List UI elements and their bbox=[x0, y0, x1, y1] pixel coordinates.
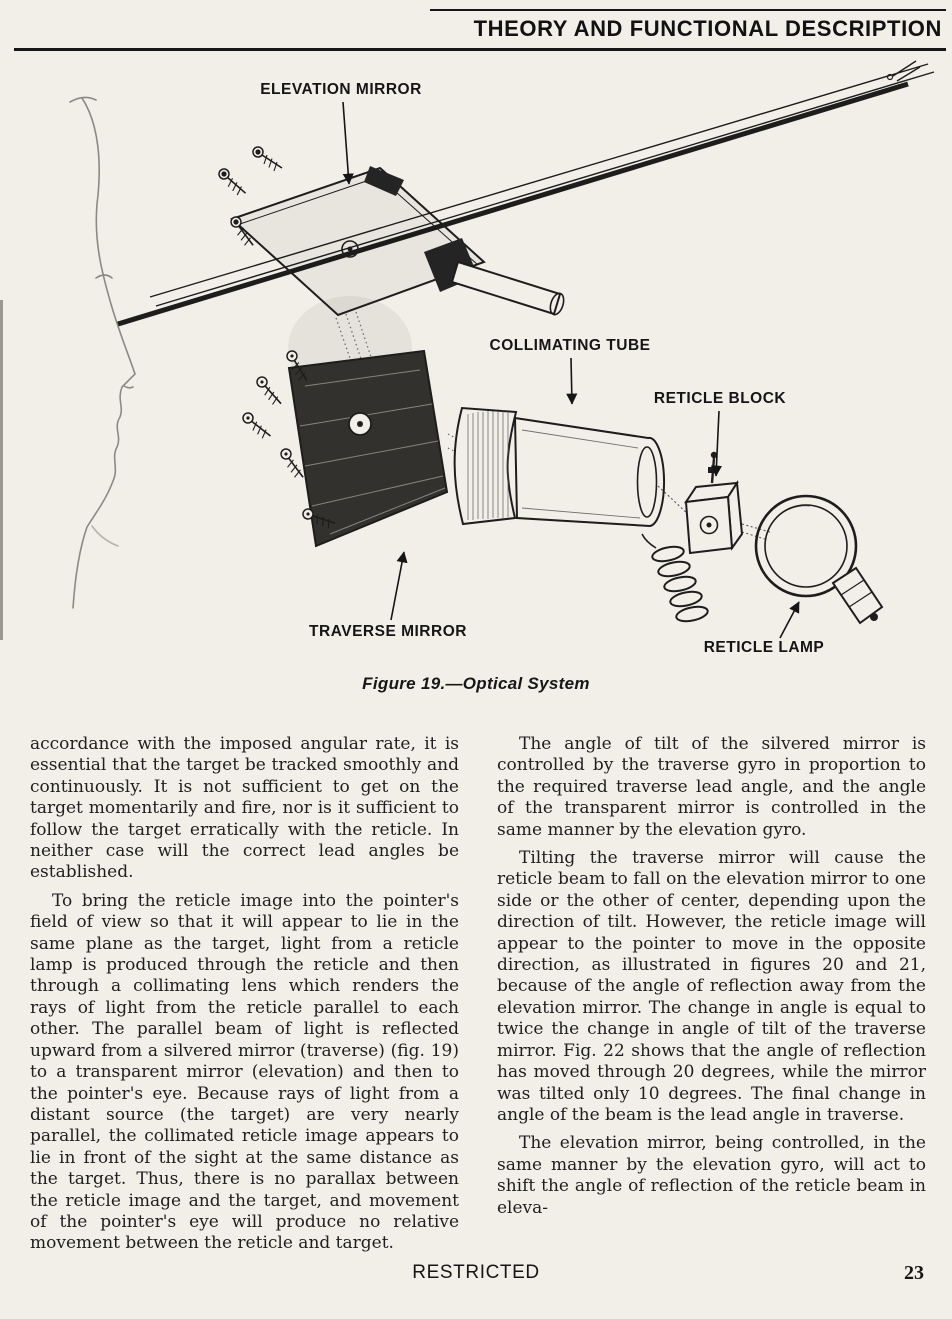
reticle-lamp-drawing bbox=[754, 494, 884, 625]
figure-labels: ELEVATION MIRROR COLLIMATING TUBE RETICL… bbox=[260, 81, 824, 656]
reticle-beam-to-lamp bbox=[657, 485, 771, 541]
optical-system-illustration: ELEVATION MIRROR COLLIMATING TUBE RETICL… bbox=[69, 60, 935, 656]
traverse-mirror-drawing bbox=[240, 348, 449, 548]
header-bottom-rule bbox=[14, 48, 946, 51]
figure-caption: Figure 19.—Optical System bbox=[362, 674, 590, 693]
figure-19: ELEVATION MIRROR COLLIMATING TUBE RETICL… bbox=[0, 56, 952, 694]
collimating-tube-label: COLLIMATING TUBE bbox=[490, 337, 651, 354]
spring-drawing bbox=[641, 533, 709, 623]
reticle-lamp-leader-arrow bbox=[779, 601, 800, 639]
paragraph: The elevation mirror, being controlled, … bbox=[497, 1133, 926, 1218]
reticle-lamp-label: RETICLE LAMP bbox=[704, 639, 825, 656]
page-title: THEORY AND FUNCTIONAL DESCRIPTION bbox=[473, 16, 942, 41]
pointer-face-profile bbox=[69, 96, 136, 609]
paragraph: Tilting the traverse mirror will cause t… bbox=[497, 848, 926, 1125]
paragraph: The angle of tilt of the silvered mirror… bbox=[497, 734, 926, 840]
body-text: accordance with the imposed angular rate… bbox=[0, 734, 952, 1262]
reticle-beam-vertical bbox=[335, 311, 373, 365]
reticle-block-label: RETICLE BLOCK bbox=[654, 390, 787, 407]
collimating-tube-leader-arrow bbox=[566, 357, 578, 405]
left-column: accordance with the imposed angular rate… bbox=[30, 734, 459, 1262]
paragraph: To bring the reticle image into the poin… bbox=[30, 890, 459, 1254]
right-column: The angle of tilt of the silvered mirror… bbox=[497, 734, 926, 1262]
collimating-tube-drawing bbox=[453, 406, 666, 528]
scan-edge-artifact bbox=[0, 300, 3, 640]
traverse-mirror-label: TRAVERSE MIRROR bbox=[309, 623, 467, 640]
page-number: 23 bbox=[904, 1262, 924, 1284]
reticle-block-leader-arrow bbox=[710, 410, 723, 477]
page-footer: RESTRICTED 23 bbox=[0, 1262, 952, 1292]
page-header: THEORY AND FUNCTIONAL DESCRIPTION bbox=[0, 0, 952, 56]
reticle-block-drawing bbox=[683, 451, 744, 555]
elevation-mirror-leader-arrow bbox=[342, 101, 354, 185]
traverse-mirror-leader-arrow bbox=[390, 551, 408, 621]
elevation-mirror-drawing bbox=[215, 146, 565, 317]
header-top-rule bbox=[430, 9, 946, 11]
elevation-mirror-label: ELEVATION MIRROR bbox=[260, 81, 422, 98]
paragraph: accordance with the imposed angular rate… bbox=[30, 734, 459, 883]
classification-marking: RESTRICTED bbox=[412, 1262, 540, 1283]
